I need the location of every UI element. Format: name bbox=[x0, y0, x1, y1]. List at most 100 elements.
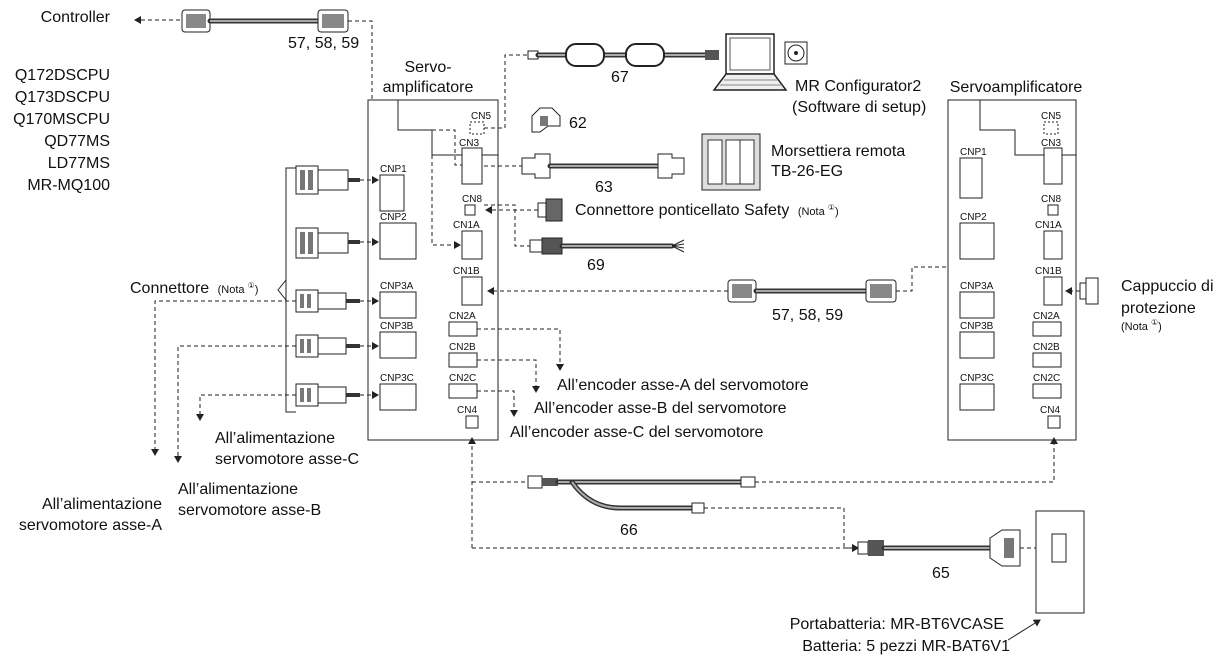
cable-number-top: 57, 58, 59 bbox=[288, 35, 359, 52]
cnp3c-port bbox=[959, 383, 995, 411]
power-b-label: servomotore asse-B bbox=[178, 502, 321, 519]
controller-model: Q172DSCPU bbox=[15, 67, 110, 84]
amp2-top-outline bbox=[979, 100, 1076, 156]
battery-case-port bbox=[1051, 533, 1067, 563]
cable-number-terminal: 63 bbox=[595, 179, 613, 196]
protective-cap bbox=[1079, 277, 1099, 305]
cnp3c-port bbox=[379, 383, 417, 411]
connector-label: CN5 bbox=[1041, 111, 1061, 122]
configurator-label: MR Configurator2 bbox=[795, 78, 921, 95]
controller-model: LD77MS bbox=[48, 155, 110, 172]
connector-label: CN2B bbox=[449, 342, 476, 353]
cn4-port bbox=[465, 415, 479, 429]
cap-label: protezione bbox=[1121, 300, 1196, 317]
cn3-port bbox=[461, 147, 483, 185]
laptop-icon bbox=[712, 33, 788, 91]
connector-label: CN2B bbox=[1033, 342, 1060, 353]
power-a-label: servomotore asse-A bbox=[19, 517, 162, 534]
cn2c-port bbox=[448, 383, 478, 399]
cnp3b-port bbox=[379, 331, 417, 359]
battery-cable bbox=[857, 529, 1021, 567]
terminal-label: TB-26-EG bbox=[771, 163, 843, 180]
cn1a-port bbox=[1043, 230, 1063, 260]
cn4-port bbox=[1047, 415, 1061, 429]
amp1-title: Servo- bbox=[404, 59, 451, 76]
power-connector-plug bbox=[295, 289, 360, 313]
cn1a-cable-line bbox=[484, 204, 530, 247]
encoder-b-label: All’encoder asse-B del servomotore bbox=[534, 400, 787, 417]
power-a-label: All’alimentazione bbox=[42, 496, 162, 513]
cnp1-port bbox=[379, 174, 405, 212]
cn1a-port bbox=[461, 230, 483, 260]
battery-pointer bbox=[1007, 619, 1041, 641]
cnp2-port bbox=[379, 222, 417, 260]
power-a-line bbox=[151, 300, 296, 456]
connector-label: CN2A bbox=[1033, 311, 1060, 322]
battery-branch-cable bbox=[527, 475, 756, 514]
connector-label: CN2C bbox=[1033, 373, 1060, 384]
cable-number-battery: 65 bbox=[932, 565, 950, 582]
power-connector-plug bbox=[295, 383, 360, 407]
power-c-label: servomotore asse-C bbox=[215, 451, 359, 468]
safety-label: Connettore ponticellato Safety (Nota ①) bbox=[575, 202, 839, 219]
connector-label: CNP3C bbox=[960, 373, 994, 384]
connector-label: CNP3A bbox=[960, 281, 994, 292]
cn2b-port bbox=[1032, 352, 1062, 368]
connector-label: CNP1 bbox=[380, 164, 407, 175]
usb-cable bbox=[527, 43, 719, 67]
cn8-port bbox=[464, 204, 476, 216]
battery-case-label: Portabatteria: MR-BT6VCASE bbox=[790, 616, 1004, 633]
cn2a-port bbox=[1032, 321, 1062, 337]
cnp3a-port bbox=[379, 291, 417, 319]
cable-number-usb: 67 bbox=[611, 69, 629, 86]
power-connector-plug bbox=[295, 334, 360, 358]
connector-label: CNP3B bbox=[380, 321, 414, 332]
terminal-label: Morsettiera remota bbox=[771, 143, 905, 160]
connector-label: CN3 bbox=[1041, 138, 1061, 149]
amp1-title: amplificatore bbox=[383, 79, 474, 96]
usb-line bbox=[484, 54, 528, 129]
controller-model: QD77MS bbox=[44, 133, 110, 150]
encoder-c-line bbox=[477, 390, 518, 417]
connector-label: CNP2 bbox=[380, 212, 407, 223]
connector-brace bbox=[277, 279, 287, 301]
encoder-c-label: All’encoder asse-C del servomotore bbox=[510, 424, 764, 441]
cn5-port bbox=[1043, 121, 1059, 135]
connector-label: CN1A bbox=[453, 220, 480, 231]
cn2a-port bbox=[448, 321, 478, 337]
connector-label: CN4 bbox=[1040, 405, 1060, 416]
connector-label: CNP3A bbox=[380, 281, 414, 292]
safety-jumper-connector bbox=[537, 198, 563, 222]
connector-label: CN3 bbox=[459, 138, 479, 149]
connector-label: CNP3B bbox=[960, 321, 994, 332]
connector-label: CN1A bbox=[1035, 220, 1062, 231]
encoder-b-line bbox=[477, 359, 540, 393]
power-c-label: All’alimentazione bbox=[215, 430, 335, 447]
cn2c-port bbox=[1032, 383, 1062, 399]
cable-number-amp-link: 57, 58, 59 bbox=[772, 307, 843, 324]
cap-label: Cappuccio di bbox=[1121, 278, 1214, 295]
power-c-line bbox=[196, 394, 296, 421]
connector-label: CN8 bbox=[1041, 194, 1061, 205]
connector-label: CN2C bbox=[449, 373, 476, 384]
power-connector-plug bbox=[295, 227, 360, 259]
terminal-block-icon bbox=[701, 133, 761, 191]
connector-label: CN2A bbox=[449, 311, 476, 322]
cable-number-cn5: 62 bbox=[569, 115, 587, 132]
cnp1-port bbox=[959, 157, 983, 199]
encoder-a-label: All’encoder asse-A del servomotore bbox=[557, 377, 809, 394]
power-b-label: All’alimentazione bbox=[178, 481, 298, 498]
cn8-port bbox=[1047, 204, 1059, 216]
battery-branch-line-2 bbox=[755, 437, 1058, 483]
connector-label: CN5 bbox=[471, 111, 491, 122]
cn3-port bbox=[1043, 147, 1063, 185]
power-connector-plug bbox=[295, 165, 360, 195]
cnp3b-port bbox=[959, 331, 995, 359]
terminal-cable bbox=[521, 153, 685, 179]
cn1b-port bbox=[461, 276, 483, 306]
battery-branch-line-3 bbox=[704, 507, 859, 552]
controller-model-list: Q172DSCPU Q173DSCPU Q170MSCPU QD77MS LD7… bbox=[13, 67, 110, 194]
cable-number-cn1a: 69 bbox=[587, 257, 605, 274]
cd-icon bbox=[784, 41, 808, 65]
